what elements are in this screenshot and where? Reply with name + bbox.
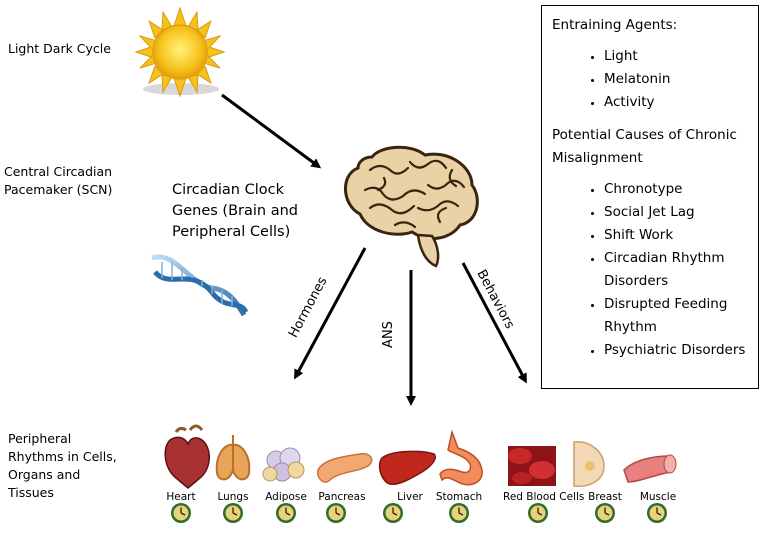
clock-icon: [449, 503, 469, 523]
clock-icon: [223, 503, 243, 523]
list-item: Social Jet Lag: [604, 201, 748, 224]
lungs-icon: [215, 435, 251, 481]
clock-genes-label: Circadian Clock Genes (Brain and Periphe…: [172, 182, 298, 240]
organ-label: Breast: [588, 491, 622, 503]
adipose-icon: [262, 447, 305, 482]
clock-icon: [647, 503, 667, 523]
misalignment-causes-heading: Potential Causes of Chronic Misalignment: [552, 127, 737, 166]
list-item: Light: [604, 45, 748, 68]
behaviors-arrow: [461, 262, 527, 384]
misalignment-causes-list: Chronotype Social Jet Lag Shift Work Cir…: [552, 178, 748, 362]
brain-icon: [344, 145, 479, 268]
clock-row: [171, 503, 667, 523]
organ-label: Red Blood Cells: [503, 491, 585, 503]
pancreas-icon: [316, 452, 373, 483]
breast-icon: [573, 441, 605, 488]
organ-label: Stomach: [435, 491, 483, 503]
sun-icon: [134, 6, 226, 98]
entraining-agents-heading: Entraining Agents:: [552, 17, 678, 33]
heart-icon: [164, 424, 210, 489]
list-item: Chronotype: [604, 178, 748, 201]
dna-icon: [151, 254, 249, 317]
muscle-icon: [623, 454, 677, 483]
entraining-agents-list: Light Melatonin Activity: [552, 45, 748, 114]
organ-label: Pancreas: [318, 491, 366, 503]
organ-label: Muscle: [639, 491, 677, 503]
clock-icon: [276, 503, 296, 523]
liver-icon: [378, 450, 436, 486]
clock-icon: [326, 503, 346, 523]
organ-label: Heart: [166, 491, 196, 503]
organ-label: Adipose: [265, 491, 307, 503]
light-dark-cycle-label: Light Dark Cycle: [8, 41, 111, 56]
clock-icon: [595, 503, 615, 523]
info-box: Entraining Agents: Light Melatonin Activ…: [541, 5, 759, 389]
stomach-icon: [439, 429, 483, 486]
organ-label: Lungs: [217, 491, 249, 503]
list-item: Shift Work: [604, 224, 748, 247]
list-item: Disrupted Feeding Rhythm: [604, 293, 748, 339]
central-pacemaker-label: Central Circadian Pacemaker (SCN): [4, 164, 113, 197]
list-item: Psychiatric Disorders: [604, 339, 748, 362]
clock-icon: [171, 503, 191, 523]
hormones-arrow: [294, 247, 367, 380]
ans-label: ANS: [380, 321, 396, 348]
clock-icon: [528, 503, 548, 523]
clock-icon: [383, 503, 403, 523]
list-item: Circadian Rhythm Disorders: [604, 247, 748, 293]
organ-label: Liver: [397, 491, 423, 503]
list-item: Activity: [604, 91, 748, 114]
list-item: Melatonin: [604, 68, 748, 91]
red-blood-cells-icon: [508, 446, 556, 486]
peripheral-rhythms-label: Peripheral Rhythms in Cells, Organs and …: [8, 431, 117, 500]
light-to-brain-arrow: [221, 93, 322, 169]
